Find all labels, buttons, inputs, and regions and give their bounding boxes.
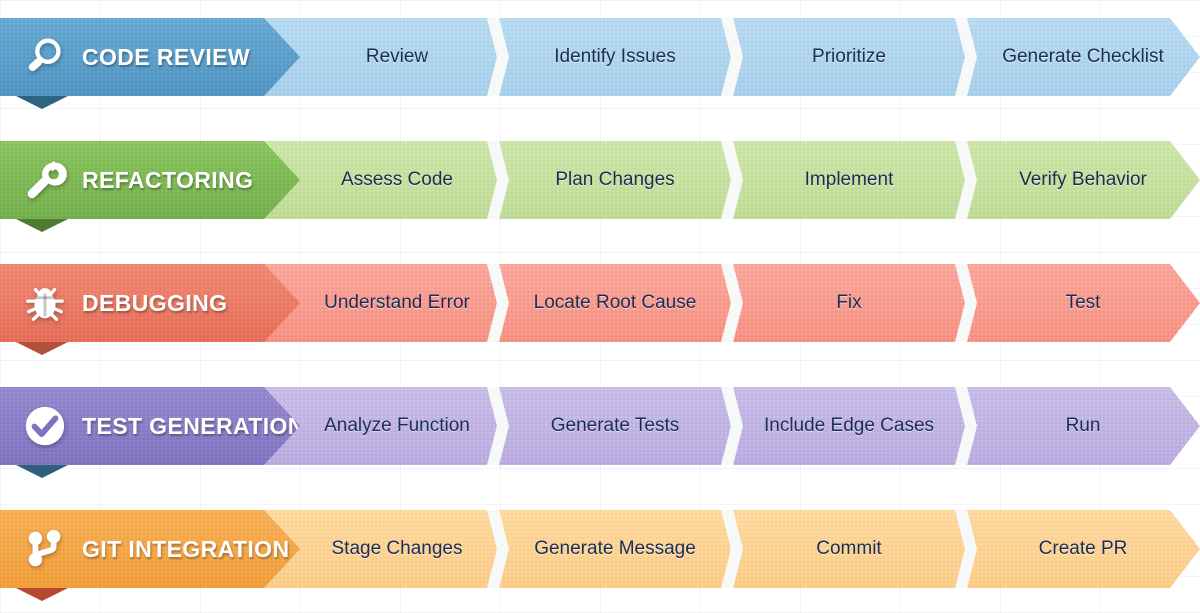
step-item[interactable]: Plan Changes: [498, 141, 732, 219]
process-row-refactoring: REFACTORING Assess Code Plan Changes Implem…: [0, 141, 1200, 232]
row-header-debugging[interactable]: DEBUGGING: [0, 264, 300, 342]
step-label: Locate Root Cause: [533, 292, 697, 313]
ribbon-fold: [14, 218, 70, 232]
wrench-icon: [22, 157, 68, 203]
step-label: Create PR: [1038, 538, 1128, 559]
process-row-test-generation: TEST GENERATION Analyze Function Generate …: [0, 387, 1200, 478]
step-item[interactable]: Include Edge Cases: [732, 387, 966, 465]
row-header-label: CODE REVIEW: [82, 43, 250, 70]
step-item[interactable]: Generate Tests: [498, 387, 732, 465]
process-row-git-integration: GIT INTEGRATION Stage Changes Generate Mes…: [0, 510, 1200, 601]
step-item[interactable]: Generate Message: [498, 510, 732, 588]
row-header-label: TEST GENERATION: [82, 412, 305, 439]
step-item[interactable]: Create PR: [966, 510, 1200, 588]
step-item[interactable]: Identify Issues: [498, 18, 732, 96]
step-label: Prioritize: [812, 46, 886, 67]
step-label: Stage Changes: [331, 538, 463, 559]
step-item[interactable]: Stage Changes: [264, 510, 498, 588]
step-item[interactable]: Generate Checklist: [966, 18, 1200, 96]
step-label: Verify Behavior: [1019, 169, 1147, 190]
step-band-git-integration: Stage Changes Generate Message Commit Creat…: [264, 510, 1200, 588]
git-branch-icon: [22, 526, 68, 572]
step-label: Run: [1065, 415, 1101, 436]
step-label: Test: [1065, 292, 1101, 313]
step-item[interactable]: Prioritize: [732, 18, 966, 96]
step-item[interactable]: Locate Root Cause: [498, 264, 732, 342]
row-header-code-review[interactable]: CODE REVIEW: [0, 18, 300, 96]
step-label: Assess Code: [341, 169, 453, 190]
step-item[interactable]: Fix: [732, 264, 966, 342]
step-label: Plan Changes: [555, 169, 675, 190]
row-header-test-generation[interactable]: TEST GENERATION: [0, 387, 300, 465]
step-item[interactable]: Assess Code: [264, 141, 498, 219]
step-item[interactable]: Commit: [732, 510, 966, 588]
process-row-debugging: DEBUGGING Understand Error Locate Root Cau…: [0, 264, 1200, 355]
step-item[interactable]: Understand Error: [264, 264, 498, 342]
step-label: Understand Error: [324, 292, 470, 313]
step-label: Implement: [804, 169, 894, 190]
step-item[interactable]: Test: [966, 264, 1200, 342]
ribbon-fold: [14, 587, 70, 601]
step-item[interactable]: Implement: [732, 141, 966, 219]
ribbon-fold: [14, 95, 70, 109]
magnifier-icon: [22, 34, 68, 80]
row-header-refactoring[interactable]: REFACTORING: [0, 141, 300, 219]
step-item[interactable]: Review: [264, 18, 498, 96]
step-label: Generate Tests: [550, 415, 680, 436]
ribbon-fold: [14, 464, 70, 478]
step-label: Analyze Function: [324, 415, 470, 436]
check-circle-icon: [22, 403, 68, 449]
row-header-git-integration[interactable]: GIT INTEGRATION: [0, 510, 300, 588]
row-header-label: REFACTORING: [82, 166, 254, 193]
step-label: Generate Message: [534, 538, 696, 559]
bug-icon: [22, 280, 68, 326]
step-item[interactable]: Analyze Function: [264, 387, 498, 465]
step-label: Generate Checklist: [1002, 46, 1164, 67]
process-row-code-review: CODE REVIEW Review Identify Issues Prioriti…: [0, 18, 1200, 109]
step-label: Review: [365, 46, 429, 67]
step-label: Fix: [836, 292, 862, 313]
step-band-code-review: Review Identify Issues Prioritize Generate …: [264, 18, 1200, 96]
workflow-diagram: CODE REVIEW Review Identify Issues Prioriti…: [0, 0, 1200, 588]
step-item[interactable]: Verify Behavior: [966, 141, 1200, 219]
ribbon-fold: [14, 341, 70, 355]
step-label: Identify Issues: [554, 46, 676, 67]
step-label: Commit: [816, 538, 882, 559]
step-label: Include Edge Cases: [763, 415, 935, 436]
step-band-refactoring: Assess Code Plan Changes Implement Verify B…: [264, 141, 1200, 219]
step-item[interactable]: Run: [966, 387, 1200, 465]
step-band-debugging: Understand Error Locate Root Cause Fix Test: [264, 264, 1200, 342]
row-header-label: GIT INTEGRATION: [82, 535, 290, 562]
row-header-label: DEBUGGING: [82, 289, 228, 316]
step-band-test-generation: Analyze Function Generate Tests Include Ed…: [264, 387, 1200, 465]
